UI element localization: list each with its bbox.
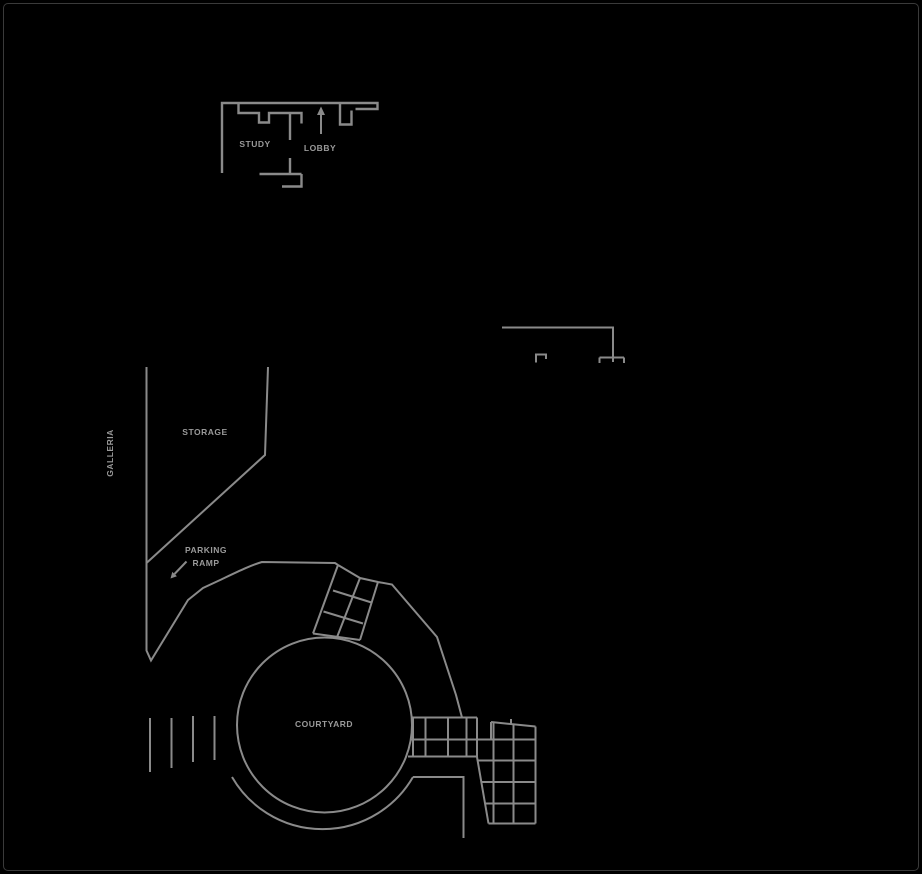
courtyard-label: COURTYARD (294, 718, 354, 729)
walkway-grid (408, 716, 536, 824)
entry-pier (338, 103, 353, 126)
stair-rail-2 (335, 577, 361, 639)
galleria-label: GALLERIA (105, 429, 115, 477)
lobby-arrow-icon (317, 106, 325, 134)
courtyard-outer-arc (231, 776, 414, 831)
stair-tread-top (337, 564, 379, 583)
walkway-east-edge (476, 717, 490, 824)
arrow-head (170, 571, 177, 579)
terrace-grid (477, 719, 537, 825)
interior-wall-upper (237, 103, 303, 124)
parking-ramp-label-line1: PARKING (184, 545, 228, 555)
canopy-bar (598, 356, 625, 363)
service-canopy (502, 326, 625, 363)
stair-rail-3 (359, 581, 379, 641)
ramp-east-outline (377, 581, 463, 718)
upper-building (220, 101, 379, 188)
arrow-head (317, 106, 325, 115)
arrow-shaft (173, 560, 188, 575)
terrace-top-slant (490, 719, 536, 728)
study-label: STUDY (239, 139, 271, 149)
stair-tread-2 (332, 589, 372, 604)
storage-east-wall (145, 366, 269, 564)
outer-wall (220, 101, 379, 173)
ramp-road (145, 367, 463, 718)
canopy-bracket (535, 353, 547, 363)
storage-walls (145, 366, 269, 564)
stair-tread-bottom (312, 632, 361, 641)
parking-ramp-label-line2: RAMP (192, 558, 220, 568)
canopy-edge (502, 326, 614, 358)
stair-rail-1 (312, 564, 339, 634)
courtyard (231, 636, 465, 838)
stair (312, 564, 379, 641)
parking-stripes (149, 716, 216, 772)
stair-tread-3 (323, 610, 364, 625)
galleria-edge-and-ramp-curve (145, 367, 339, 663)
interior-wall-lower (259, 158, 303, 188)
ramp-arrow-icon (170, 560, 188, 579)
storage-label: STORAGE (182, 427, 228, 437)
lobby-label: LOBBY (303, 143, 337, 153)
south-wall (413, 776, 465, 838)
